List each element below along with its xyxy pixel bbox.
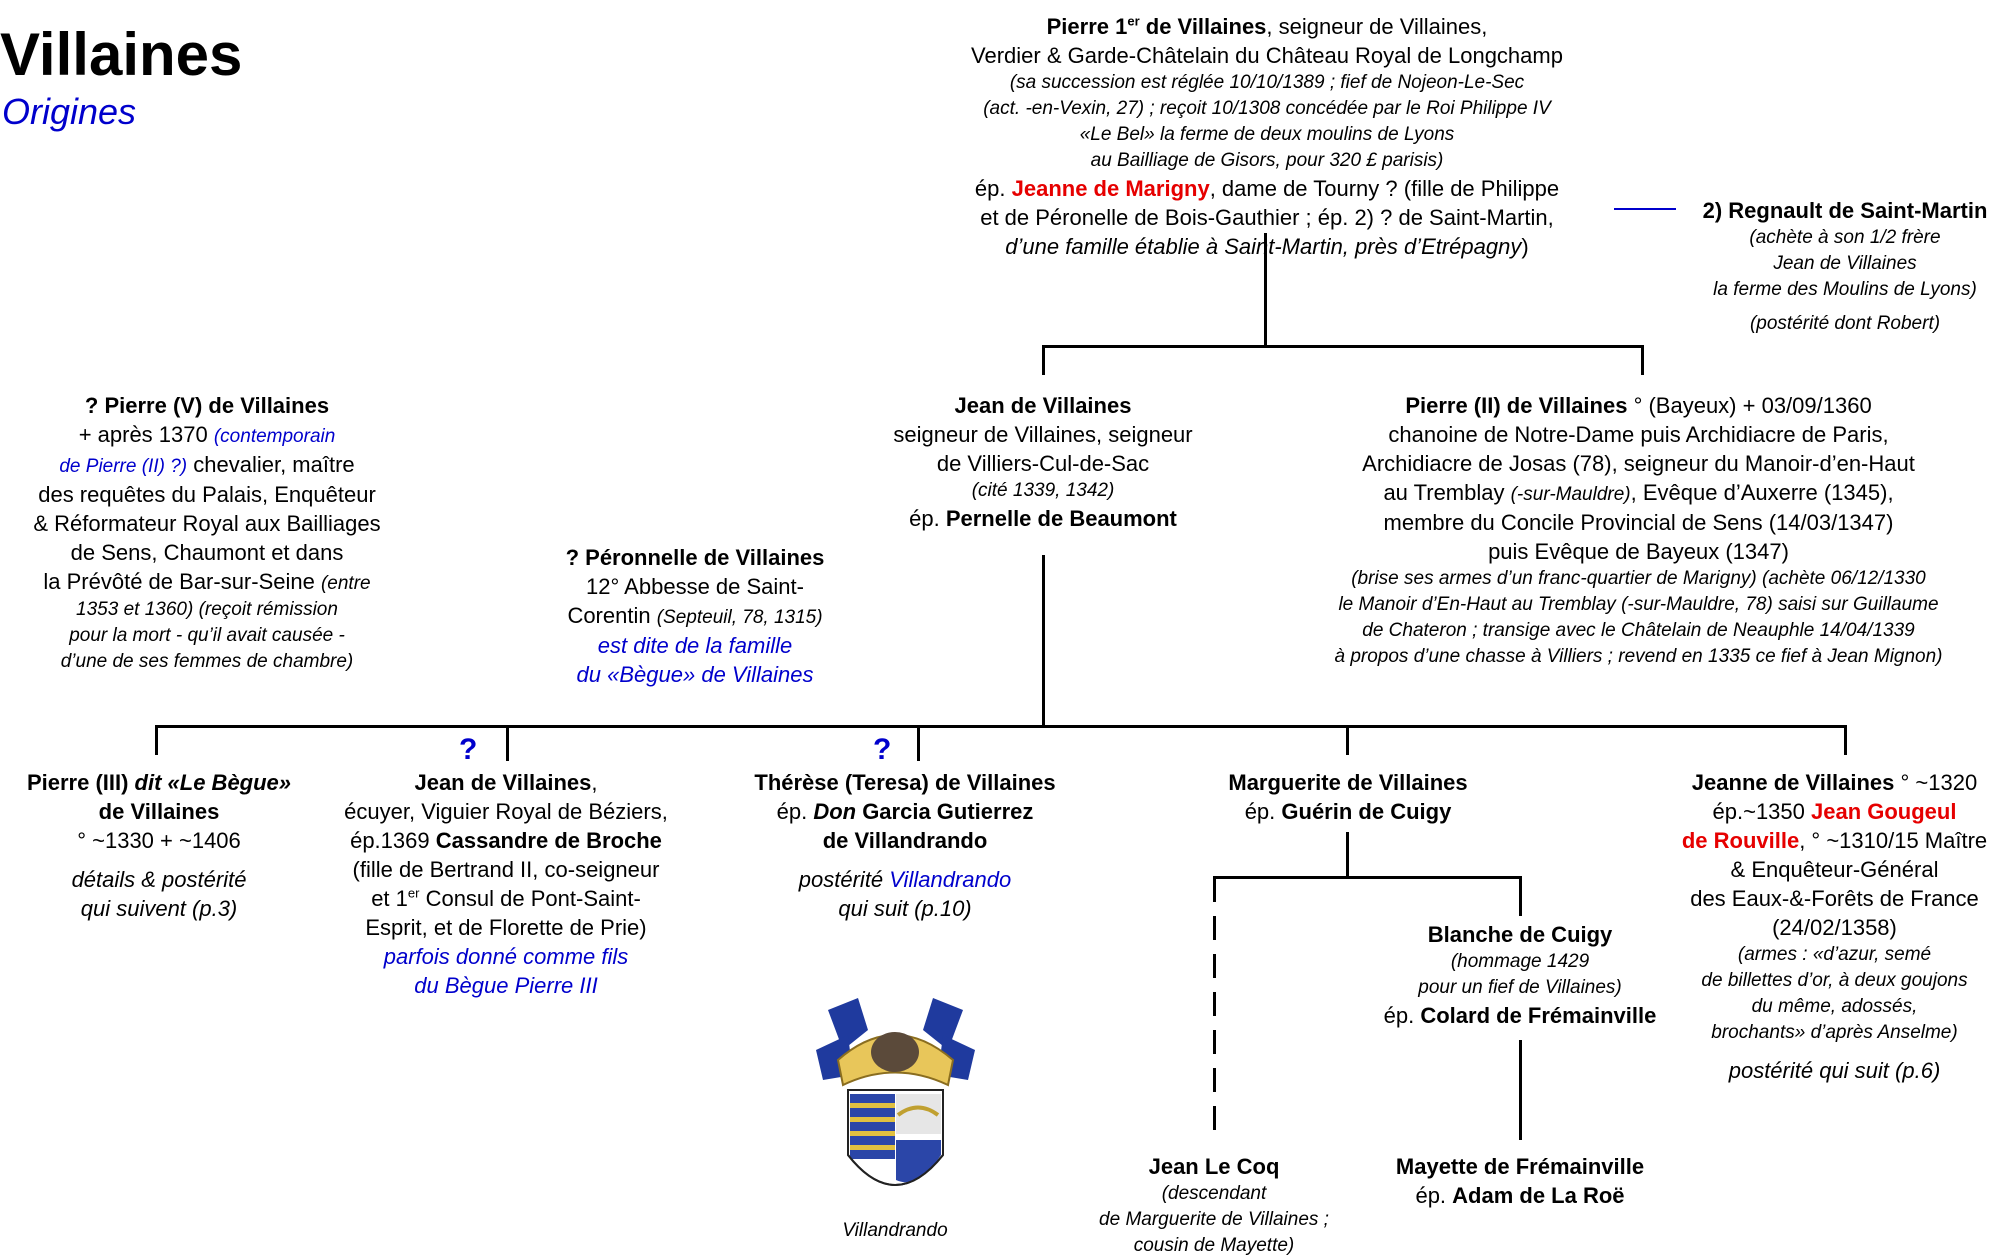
node-marguerite-de-villaines: Marguerite de Villaines ép. Guérin de Cu… — [1228, 770, 1468, 824]
node-jean-le-coq: Jean Le Coq (descendant de Marguerite de… — [1099, 1154, 1329, 1256]
node-jeanne-de-villaines: Jeanne de Villaines ° ~1320 ép.~1350 Jea… — [1681, 770, 1988, 1083]
node-jean-de-villaines-ecuyer: Jean de Villaines, écuyer, Viguier Royal… — [344, 770, 668, 998]
node-blanche-de-cuigy: Blanche de Cuigy (hommage 1429 pour un f… — [1383, 922, 1657, 1028]
uncertain-marker: ? — [459, 733, 478, 766]
node-therese-de-villaines: Thérèse (Teresa) de Villaines ép. Don Ga… — [754, 770, 1056, 921]
spouse-jean-gougeul: Jean Gougeul — [1811, 799, 1957, 824]
pierre1-name: Pierre 1er de Villaines — [1046, 13, 1267, 39]
node-peronnelle-de-villaines: ? Péronnelle de Villaines 12° Abbesse de… — [565, 545, 825, 687]
spouse-jeanne-de-marigny: Jeanne de Marigny — [1011, 176, 1210, 201]
node-mayette-de-fremainville: Mayette de Frémainville ép. Adam de La R… — [1395, 1154, 1645, 1208]
node-pierre-iii-le-begue: Pierre (III) dit «Le Bègue» de Villaines… — [26, 770, 292, 921]
villandrando-coat-of-arms-icon — [816, 998, 975, 1186]
node-pierre-v-de-villaines: ? Pierre (V) de Villaines + après 1370 (… — [33, 393, 381, 672]
node-pierre-ii-de-villaines: Pierre (II) de Villaines ° (Bayeux) + 03… — [1334, 393, 1943, 667]
coat-of-arms-caption: Villandrando — [842, 1220, 948, 1241]
node-jean-de-villaines: Jean de Villaines seigneur de Villaines,… — [893, 393, 1193, 531]
page-title: Villaines — [0, 21, 243, 88]
node-pierre-1er: Pierre 1er de Villaines, seigneur de Vil… — [971, 13, 1563, 259]
node-regnault-de-saint-martin: 2) Regnault de Saint-Martin (achète à so… — [1702, 198, 1988, 334]
uncertain-marker: ? — [873, 733, 892, 766]
page-subtitle: Origines — [2, 91, 137, 132]
